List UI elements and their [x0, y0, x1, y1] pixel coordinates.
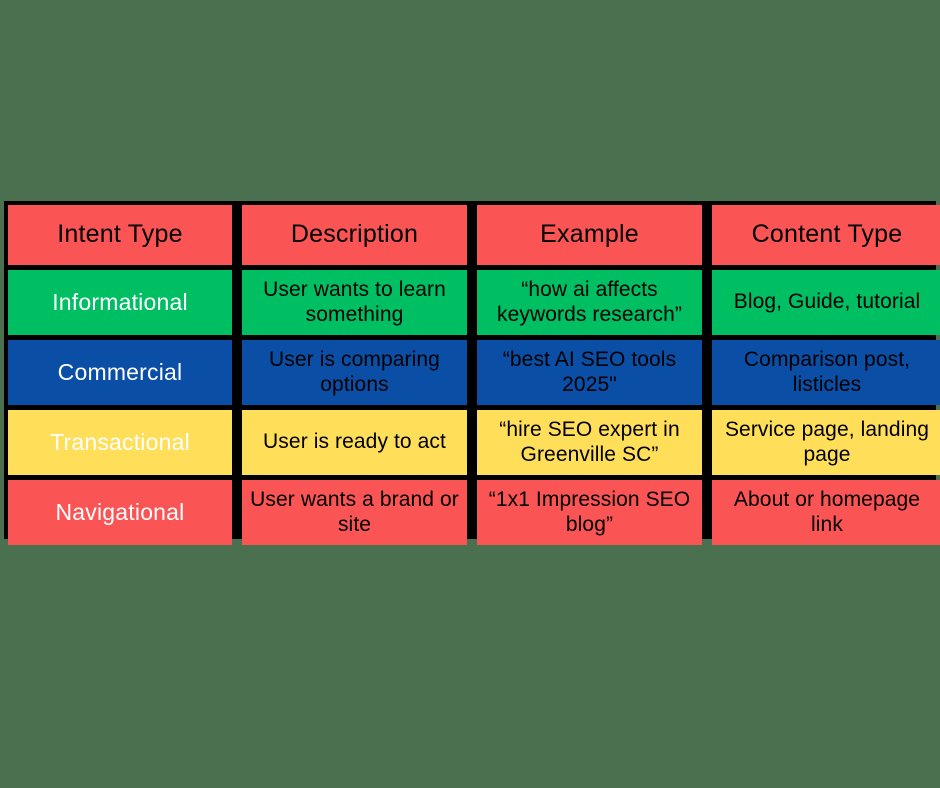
cell-example: “best AI SEO tools 2025": [477, 340, 702, 405]
column-header-content-type: Content Type: [712, 205, 940, 265]
search-intent-table: Intent Type Description Example Content …: [4, 201, 940, 545]
cell-description: User wants to learn something: [242, 270, 467, 335]
table-row: Commercial User is comparing options “be…: [4, 340, 940, 405]
cell-example: “hire SEO expert in Greenville SC”: [477, 410, 702, 475]
cell-content-type: About or homepage link: [712, 480, 940, 545]
cell-content-type: Comparison post, listicles: [712, 340, 940, 405]
cell-intent-type: Transactional: [8, 410, 232, 475]
table-row: Transactional User is ready to act “hire…: [4, 410, 940, 475]
cell-example: “how ai affects keywords research”: [477, 270, 702, 335]
cell-intent-type: Informational: [8, 270, 232, 335]
table-header-row: Intent Type Description Example Content …: [4, 205, 940, 265]
table-row: Navigational User wants a brand or site …: [4, 480, 940, 545]
column-header-intent-type: Intent Type: [8, 205, 232, 265]
cell-example: “1x1 Impression SEO blog”: [477, 480, 702, 545]
cell-content-type: Service page, landing page: [712, 410, 940, 475]
table-row: Informational User wants to learn someth…: [4, 270, 940, 335]
cell-description: User is comparing options: [242, 340, 467, 405]
column-header-description: Description: [242, 205, 467, 265]
cell-content-type: Blog, Guide, tutorial: [712, 270, 940, 335]
cell-description: User wants a brand or site: [242, 480, 467, 545]
cell-intent-type: Navigational: [8, 480, 232, 545]
cell-description: User is ready to act: [242, 410, 467, 475]
column-header-example: Example: [477, 205, 702, 265]
cell-intent-type: Commercial: [8, 340, 232, 405]
